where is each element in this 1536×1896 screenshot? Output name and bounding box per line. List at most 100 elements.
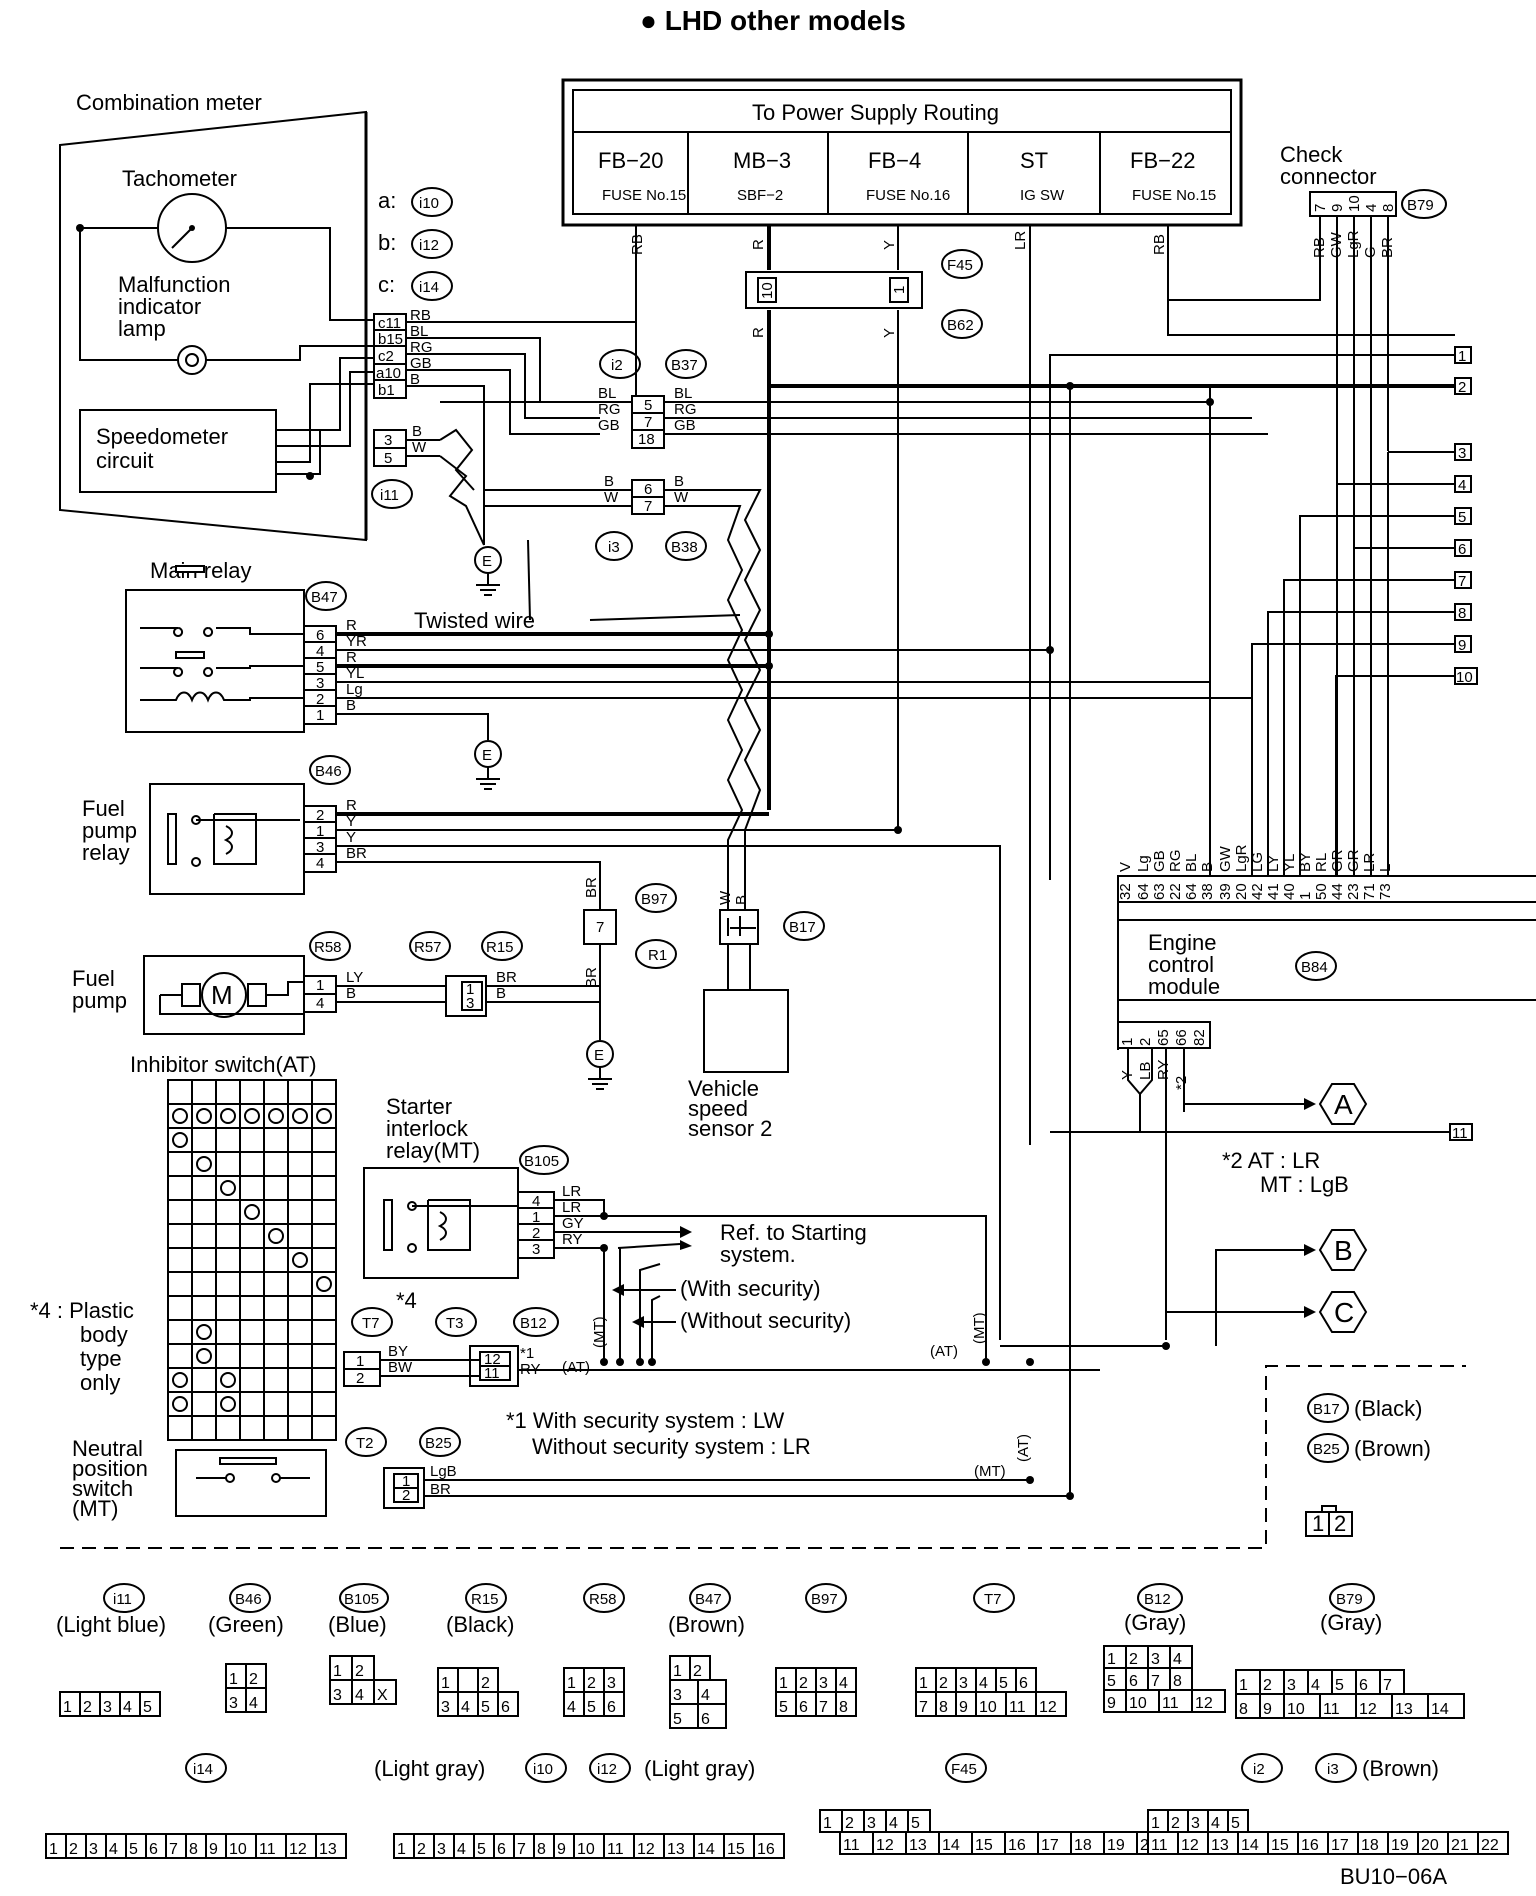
wire-color: B [346, 985, 356, 1002]
motor-icon [201, 972, 247, 1018]
pin-number: 21 [1451, 1837, 1469, 1854]
switch-contact [220, 1372, 236, 1388]
conn-id: F45 [951, 1761, 977, 1778]
conn-id: B47 [695, 1591, 722, 1608]
pin-number: 2 [83, 1699, 92, 1716]
mt-label: (MT) [974, 1463, 1006, 1480]
conn-color: (Green) [208, 1612, 284, 1637]
pin-cell [315, 1833, 347, 1859]
pin-label: 7 [644, 498, 652, 515]
wire-color: B [410, 371, 420, 388]
mt-label: (MT) [591, 1316, 608, 1348]
terminal-label: 1 [1458, 348, 1466, 365]
terminal: 6 [1454, 539, 1472, 558]
wire-color: BL [598, 385, 616, 402]
wire-color: RY [1155, 1059, 1172, 1080]
switch-contact [292, 1252, 308, 1268]
pin-number: 6 [1019, 1675, 1028, 1692]
pin-number: 10 [1129, 1695, 1147, 1712]
pin-number: 15 [1271, 1837, 1289, 1854]
wire-color: Y [881, 328, 898, 338]
conn-id: T7 [984, 1591, 1002, 1608]
pin-number: 7 [1383, 1677, 1392, 1694]
wire-color: RG [1167, 850, 1184, 873]
switch-contact [172, 1132, 188, 1148]
bottom-conn: B97 [805, 1583, 847, 1613]
pin-number: 4 [123, 1699, 132, 1716]
right-terminals: 1 2 3 4 5 6 7 8 9 10 11 [769, 346, 1478, 1142]
wire-color: BR [583, 877, 600, 898]
pin-label: 82 [1191, 1029, 1208, 1046]
pin-number: 7 [1151, 1673, 1160, 1690]
pin-number: 3 [1287, 1677, 1296, 1694]
note4-line: only [80, 1370, 120, 1395]
pin-number: 4 [1211, 1815, 1220, 1832]
wire-color: RB [629, 234, 646, 255]
page-title: ● LHD other models [640, 5, 906, 36]
terminal: 2 [1454, 377, 1472, 396]
pin-label: 1 [1119, 1038, 1136, 1046]
wire-color: *2 [1173, 1076, 1190, 1090]
pin-number: 2 [249, 1671, 258, 1688]
pin-label: 44 [1329, 883, 1346, 900]
conn-b97: 7 B97 R1 BR BR [583, 877, 677, 1020]
pin-label: 18 [638, 431, 655, 448]
pin-cell [497, 1691, 519, 1717]
pin-number: 1 [823, 1815, 832, 1832]
conn-id: B62 [947, 317, 974, 334]
pin-label: 32 [1117, 883, 1134, 900]
wire-color: BL [410, 323, 428, 340]
mil-lamp-icon [177, 345, 207, 375]
conn-id: T7 [362, 1315, 380, 1332]
pin-label: 1 [891, 286, 908, 294]
pin-number: 12 [1359, 1701, 1377, 1718]
pin-number: 11 [843, 1837, 860, 1854]
switch-contact [268, 1228, 284, 1244]
speedo-label-2: circuit [96, 448, 153, 473]
wire-color: RY [562, 1231, 583, 1248]
legend-pin: 2 [1334, 1511, 1346, 1536]
fpr-title-1: Fuel [82, 796, 125, 821]
pin-number: 3 [819, 1675, 828, 1692]
pin-number: 5 [1231, 1815, 1240, 1832]
bottom-conn: B46 (Green) [208, 1583, 284, 1637]
switch-contact [220, 1396, 236, 1412]
conn-id: B105 [344, 1591, 379, 1608]
pin-label: 1 [466, 981, 474, 998]
pin-label: 3 [384, 432, 392, 449]
wire-color: YL [346, 665, 364, 682]
pin-label: 3 [532, 1241, 540, 1258]
fp-title-2: pump [72, 988, 127, 1013]
wire-color: L [1377, 864, 1394, 872]
pin-label: 1 [1297, 892, 1314, 900]
fuse-name: FB−4 [868, 148, 921, 173]
terminal-C: C [1166, 1291, 1368, 1333]
terminal: 7 [1454, 571, 1472, 590]
wire-color: Y [346, 829, 356, 846]
pin-label: 38 [1199, 883, 1216, 900]
pin-number: 1 [441, 1675, 450, 1692]
pin-number: 2 [481, 1675, 490, 1692]
pin-label: 7 [644, 414, 652, 431]
terminal: 4 [1454, 475, 1472, 494]
pin-number: 17 [1041, 1837, 1059, 1854]
wire-color: BL [674, 385, 692, 402]
pin-number: 1 [919, 1675, 928, 1692]
pin-number: 7 [169, 1841, 178, 1858]
neutral-title-3: switch [72, 1476, 133, 1501]
ecm-title-3: module [1148, 974, 1220, 999]
fuel-pump: Fuel pump M R58 R57 R15 1 4 LY B 1 3 BR … [72, 931, 601, 1040]
conn-id: i10 [533, 1761, 553, 1778]
wire-color: GB [1151, 850, 1168, 872]
pin-number: 1 [1107, 1651, 1116, 1668]
pin-number: 1 [229, 1671, 238, 1688]
pin-number: 4 [1173, 1651, 1182, 1668]
terminal-label: 6 [1458, 541, 1466, 558]
pin-number: 15 [727, 1841, 745, 1858]
wire-color: RB [1151, 234, 1168, 255]
conn-color: (Brown) [1362, 1756, 1439, 1781]
pin-label: 2 [532, 1225, 540, 1242]
pin-number: 2 [1171, 1815, 1180, 1832]
